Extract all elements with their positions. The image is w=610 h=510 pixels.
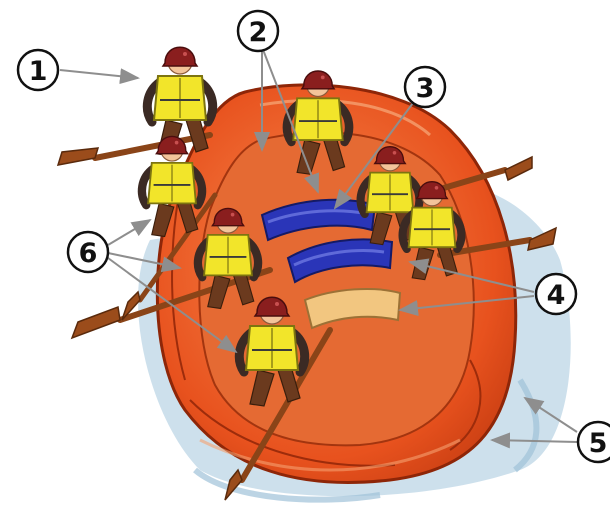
callout-3: 3: [405, 67, 445, 107]
callout-6: 6: [68, 232, 108, 272]
pointer-line-6a: [108, 220, 150, 245]
callout-1: 1: [18, 50, 58, 90]
helmet: [163, 47, 197, 66]
callout-number-6: 6: [79, 238, 98, 269]
callout-number-3: 3: [416, 73, 435, 104]
callout-2: 2: [238, 11, 278, 51]
callout-number-5: 5: [589, 428, 608, 459]
pointer-line-1: [60, 70, 138, 78]
callout-4: 4: [536, 274, 576, 314]
callout-number-2: 2: [249, 17, 268, 48]
helmet: [302, 71, 334, 89]
callout-number-4: 4: [547, 280, 566, 311]
callout-5: 5: [578, 422, 610, 462]
callout-number-1: 1: [29, 56, 48, 87]
